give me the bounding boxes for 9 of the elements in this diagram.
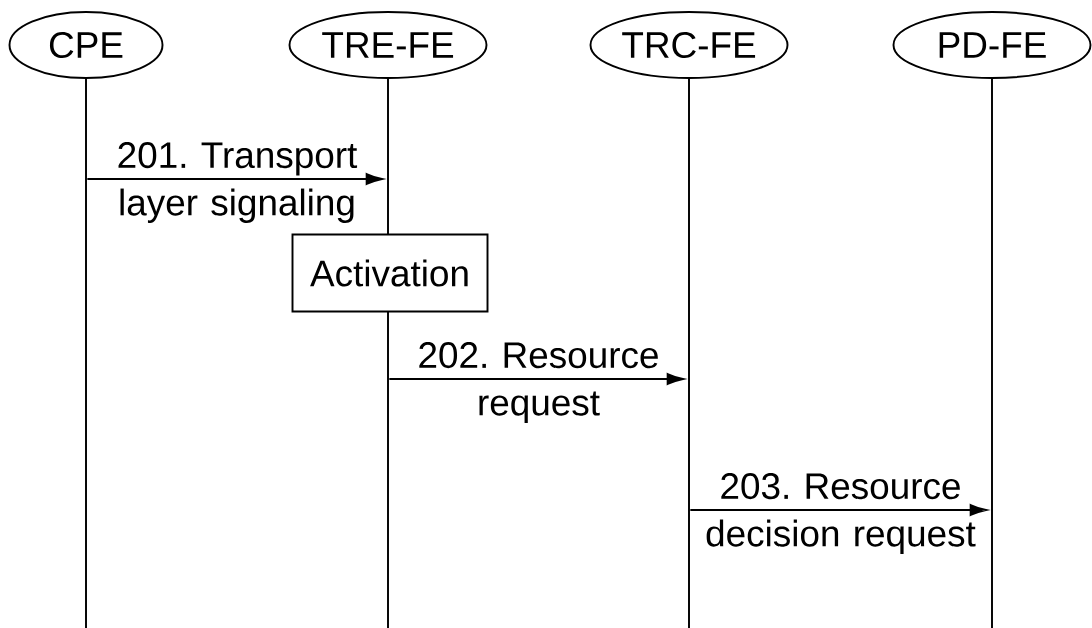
lifeline <box>688 78 690 628</box>
lifeline <box>387 311 389 628</box>
activation-box: Activation <box>291 233 489 313</box>
lifeline <box>387 78 389 235</box>
edge-label: 203. Resource decision request <box>706 473 976 554</box>
edge-label: 202. Resource request <box>419 342 658 423</box>
edge-label: 201. Transport layer signaling <box>118 142 358 223</box>
lifeline <box>85 78 87 628</box>
lifeline <box>991 78 993 628</box>
